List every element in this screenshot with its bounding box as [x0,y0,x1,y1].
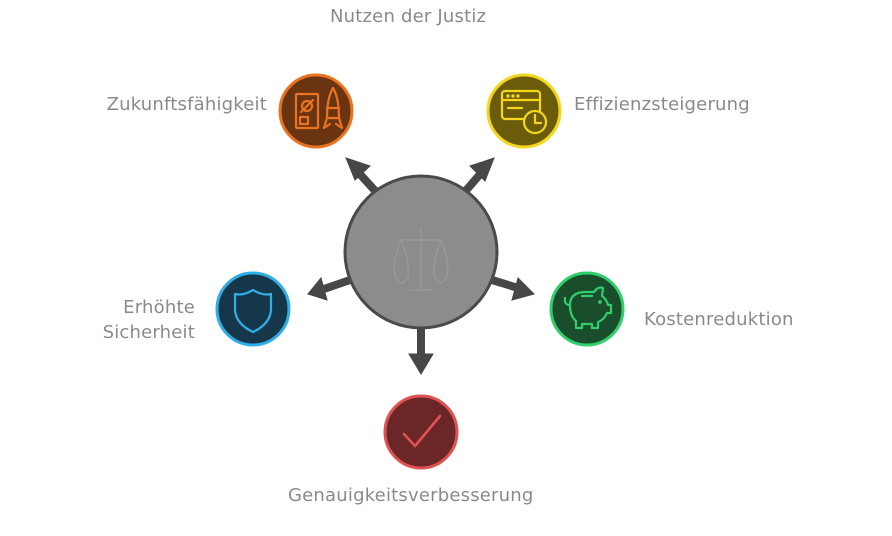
label-sicherheit: Erhöhte Sicherheit [103,295,195,345]
arrow-sicherheit [307,276,352,301]
arrow-zukunft [345,157,381,197]
shield-icon [233,288,273,334]
browser-clock-icon [500,89,548,135]
label-effizienz: Effizienzsteigerung [574,94,750,115]
diagram-title: Nutzen der Justiz [330,6,487,27]
arrow-effizienz [459,157,495,197]
label-genauigkeit: Genauigkeitsverbesserung [288,485,534,506]
node-kosten[interactable] [549,271,625,347]
label-sicherheit-line2: Sicherheit [102,322,195,343]
label-zukunft: Zukunftsfähigkeit [106,94,267,115]
label-kosten: Kostenreduktion [644,309,794,330]
checkmark-icon [402,414,442,448]
node-genauigkeit[interactable] [383,394,459,470]
node-zukunft[interactable] [278,73,354,149]
arrow-kosten [490,276,535,301]
node-sicherheit[interactable] [215,271,291,347]
node-effizienz[interactable] [486,73,562,149]
arrow-genauigkeit [408,328,434,375]
center-node [343,174,499,330]
scales-icon [393,228,449,291]
piggy-bank-icon [563,286,613,330]
label-sicherheit-line1: Erhöhte [123,297,195,318]
rocket-plan-icon [294,86,344,130]
